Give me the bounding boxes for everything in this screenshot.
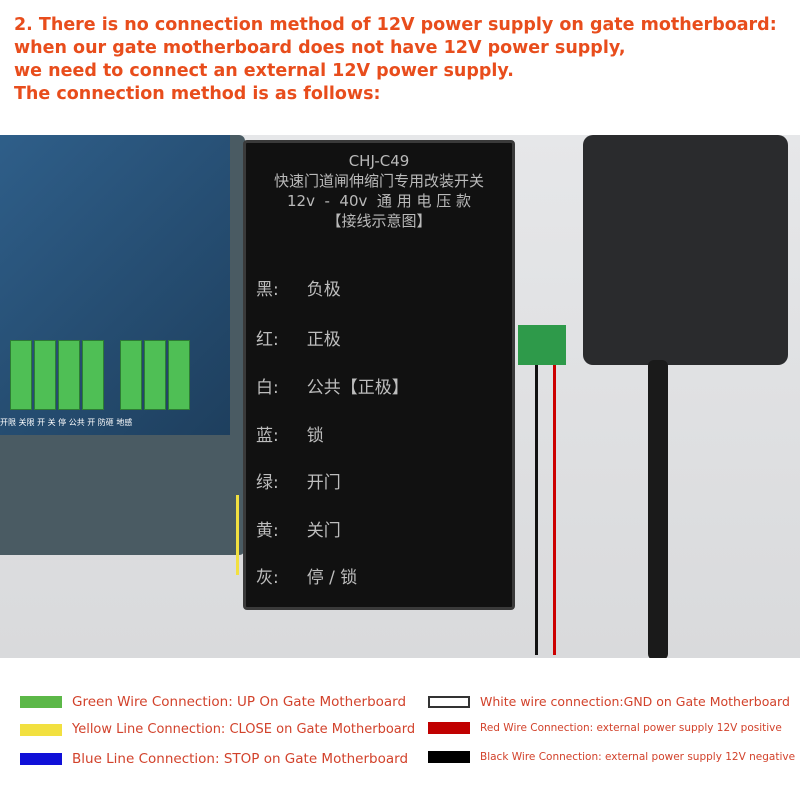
row-label: 关门 xyxy=(306,521,341,541)
terminal xyxy=(58,340,80,410)
instruction-header: 2. There is no connection method of 12V … xyxy=(14,14,777,106)
gate-motherboard: 开限 关限 开 关 停 公共 开 防砸 地感 xyxy=(0,135,245,555)
legend-item: Red Wire Connection: external power supp… xyxy=(428,722,782,734)
terminal xyxy=(34,340,56,410)
row-label: 负极 xyxy=(306,280,341,300)
row-label: 停 / 锁 xyxy=(306,568,358,588)
header-line: we need to connect an external 12V power… xyxy=(14,61,514,81)
row-color: 灰: xyxy=(256,568,279,588)
terminal xyxy=(82,340,104,410)
wire-row: 蓝: 锁 xyxy=(256,421,324,446)
legend-item: Black Wire Connection: external power su… xyxy=(428,751,795,763)
row-color: 红: xyxy=(256,330,279,350)
row-color: 绿: xyxy=(256,473,279,493)
terminal xyxy=(144,340,166,410)
black-wire xyxy=(535,365,538,655)
model-label: CHJ-C49 xyxy=(348,152,410,170)
red-swatch xyxy=(428,722,470,734)
power-cord xyxy=(648,360,668,658)
white-swatch xyxy=(428,695,470,708)
legend-item: White wire connection:GND on Gate Mother… xyxy=(428,694,790,709)
yellow-swatch xyxy=(20,723,62,736)
green-swatch xyxy=(20,696,62,708)
terminal-labels: 开限 关限 开 关 停 公共 开 防砸 地感 xyxy=(0,418,133,427)
terminal xyxy=(168,340,190,410)
legend-text: White wire connection:GND on Gate Mother… xyxy=(480,694,790,709)
wire-row: 黄: 关门 xyxy=(256,516,341,541)
header-line: The connection method is as follows: xyxy=(14,84,381,104)
legend-item: Blue Line Connection: STOP on Gate Mothe… xyxy=(20,751,408,767)
terminal xyxy=(120,340,142,410)
dc-connector xyxy=(518,325,566,365)
legend-text: Red Wire Connection: external power supp… xyxy=(480,722,782,734)
row-label: 锁 xyxy=(306,426,324,446)
diagram-label: 【接线示意图】 xyxy=(326,212,432,230)
row-color: 黄: xyxy=(256,521,279,541)
wire-row: 黑: 负极 xyxy=(256,275,341,300)
black-swatch xyxy=(428,751,470,763)
legend-text: Yellow Line Connection: CLOSE on Gate Mo… xyxy=(72,722,416,737)
row-label: 公共【正极】 xyxy=(306,378,409,398)
legend-text: Blue Line Connection: STOP on Gate Mothe… xyxy=(72,751,409,767)
switch-module: CHJ-C49 快速门道闸伸缩门专用改装开关 12v - 40v 通 用 电 压… xyxy=(243,140,515,610)
legend-item: Yellow Line Connection: CLOSE on Gate Mo… xyxy=(20,722,415,737)
row-label: 开门 xyxy=(306,473,341,493)
wire-row: 红: 正极 xyxy=(256,325,341,350)
row-color: 蓝: xyxy=(256,426,279,446)
voltage-label: 12v - 40v 通 用 电 压 款 xyxy=(286,192,472,210)
header-line: 2. There is no connection method of 12V … xyxy=(14,15,777,35)
blue-swatch xyxy=(20,753,62,765)
device-title: 快速门道闸伸缩门专用改装开关 xyxy=(273,172,484,190)
terminal xyxy=(10,340,32,410)
legend-item: Green Wire Connection: UP On Gate Mother… xyxy=(20,694,406,710)
wire-row: 灰: 停 / 锁 xyxy=(256,563,357,588)
wire-row: 白: 公共【正极】 xyxy=(256,373,409,398)
header-line: when our gate motherboard does not have … xyxy=(14,38,626,58)
legend-text: Green Wire Connection: UP On Gate Mother… xyxy=(72,694,407,710)
wiring-photo: 开限 关限 开 关 停 公共 开 防砸 地感 CHJ-C49 快速门道闸伸缩门专… xyxy=(0,135,800,658)
row-color: 白: xyxy=(256,378,279,398)
yellow-wire xyxy=(236,495,239,575)
legend-text: Black Wire Connection: external power su… xyxy=(480,751,796,763)
power-adapter xyxy=(583,135,788,365)
wire-row: 绿: 开门 xyxy=(256,468,341,493)
red-wire xyxy=(553,365,556,655)
row-label: 正极 xyxy=(306,330,341,350)
row-color: 黑: xyxy=(256,280,279,300)
